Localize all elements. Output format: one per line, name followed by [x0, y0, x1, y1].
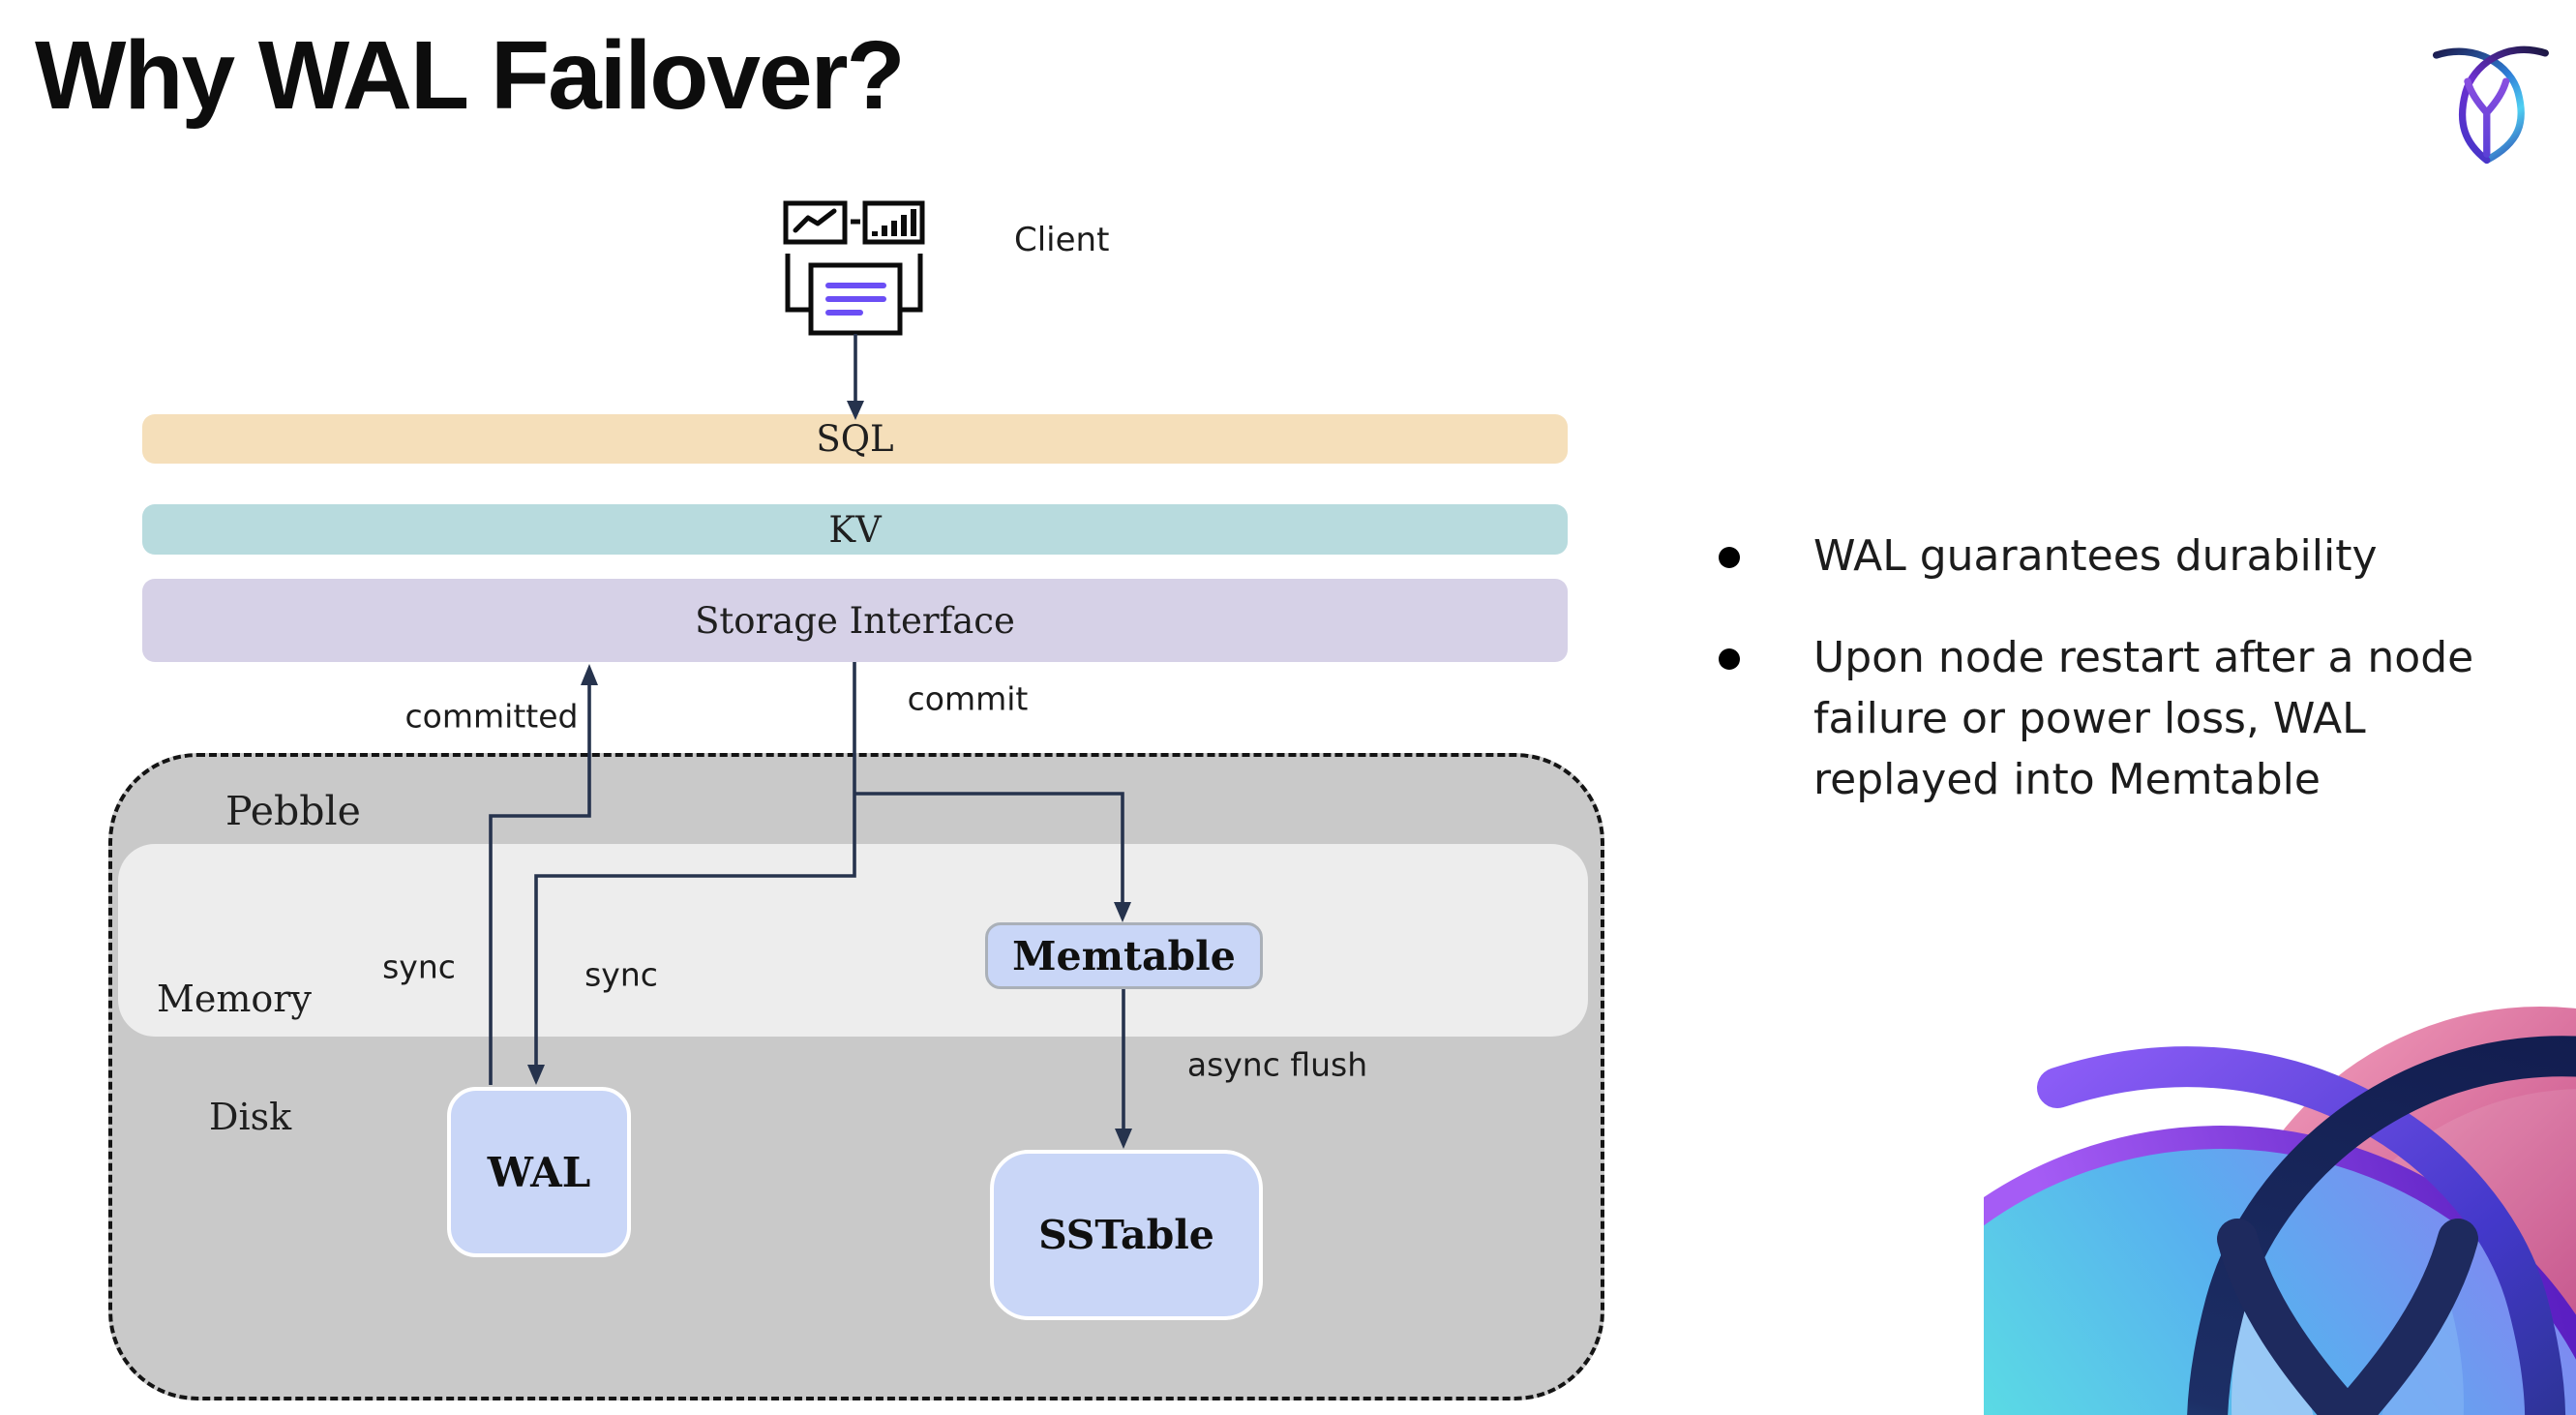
layer-storage-interface: Storage Interface — [142, 579, 1568, 662]
bullet-item: WAL guarantees durability — [1713, 526, 2481, 587]
layer-kv: KV — [142, 504, 1568, 555]
bracket-right — [899, 254, 923, 313]
node-wal: WAL — [447, 1087, 631, 1257]
edge-label-commit: commit — [907, 679, 1029, 718]
disk-label: Disk — [209, 1096, 292, 1138]
edge-label-sync-right: sync — [584, 955, 658, 994]
edge-label-async-flush: async flush — [1186, 1045, 1368, 1084]
bullet-item: Upon node restart after a node failure o… — [1713, 627, 2481, 810]
client-label: Client — [1014, 221, 1110, 259]
cockroachdb-logo-icon — [2432, 45, 2549, 165]
memory-label: Memory — [157, 978, 312, 1020]
layer-sql-label: SQL — [816, 418, 894, 460]
arrowhead-up-committed — [581, 664, 598, 685]
edge-label-sync-left: sync — [382, 948, 456, 986]
client-icon — [783, 200, 925, 336]
memtable-label: Memtable — [1012, 932, 1236, 979]
brand-decoration-art — [1984, 1007, 2576, 1415]
bullet-list: WAL guarantees durability Upon node rest… — [1713, 526, 2506, 851]
bracket-left — [785, 254, 809, 313]
node-sstable: SSTable — [990, 1150, 1263, 1320]
page-title: Why WAL Failover? — [35, 21, 906, 130]
sstable-label: SSTable — [1038, 1212, 1214, 1258]
layer-kv-label: KV — [828, 508, 882, 551]
memory-band — [118, 844, 1588, 1037]
wal-label: WAL — [487, 1148, 591, 1196]
pebble-label: Pebble — [225, 788, 361, 834]
layer-storage-label: Storage Interface — [695, 599, 1015, 642]
edge-label-committed: committed — [404, 697, 579, 736]
node-memtable: Memtable — [985, 922, 1263, 989]
layer-sql: SQL — [142, 414, 1568, 464]
